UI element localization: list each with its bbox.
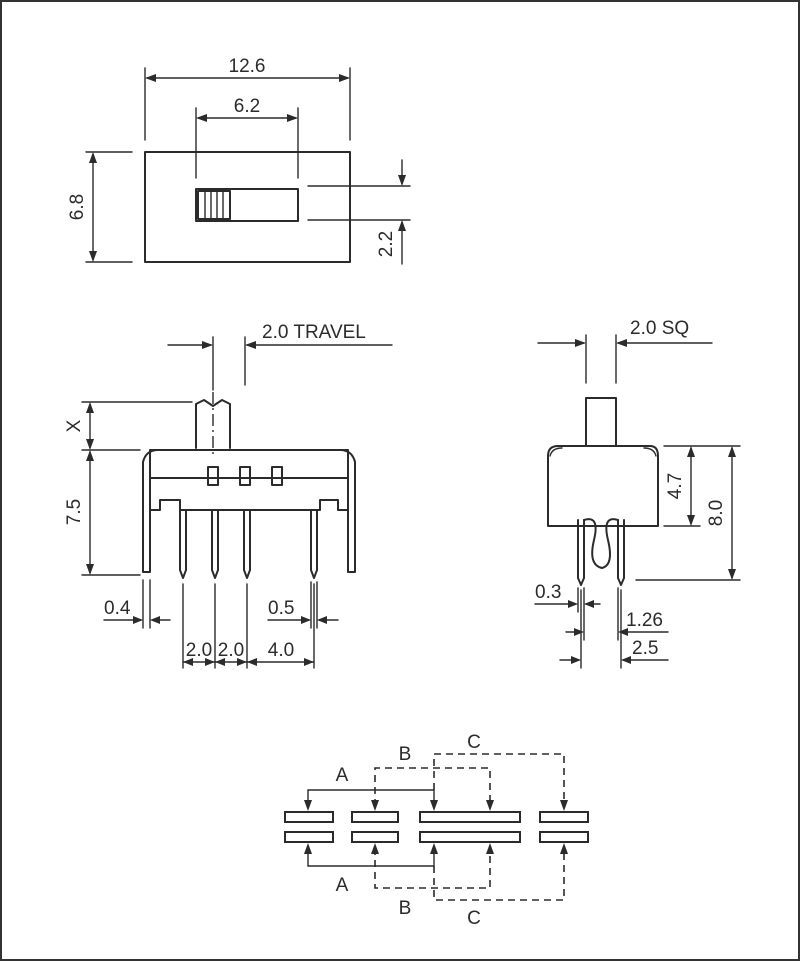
label-b-bottom: B	[399, 898, 412, 919]
label-a-top: A	[336, 765, 349, 786]
side-contact-spring	[583, 518, 619, 569]
side-body-corner-right	[643, 447, 657, 457]
pin-width-dimension: 0.4	[103, 579, 171, 629]
pin-width-dim-label: 0.4	[104, 598, 131, 619]
side-total-height-dim-label: 8.0	[706, 500, 727, 526]
pitch-1-label: 2.0	[186, 640, 212, 661]
height-dim-label: 6.8	[67, 194, 88, 220]
front-body-corner-left	[142, 449, 159, 463]
body-height-dim-label: 7.5	[64, 499, 85, 525]
side-total-height-dimension: 8.0	[635, 446, 741, 581]
contact-bottom-2	[351, 831, 399, 843]
position-a-bottom	[304, 843, 438, 867]
position-b-top	[371, 767, 494, 811]
contact-bottom-common	[419, 831, 521, 843]
pin-3	[243, 509, 251, 579]
contact-top-1	[284, 811, 334, 823]
pin-pitch-dimension: 2.0 2.0 4.0	[182, 583, 315, 669]
width-dim-label: 12.6	[229, 56, 266, 77]
label-c-top: C	[467, 732, 481, 753]
front-body-corner-right	[339, 449, 356, 463]
contact-top-2	[351, 811, 399, 823]
pin-thickness-dimension: 0.3	[534, 582, 601, 641]
actuator-dimension: 2.2	[307, 159, 411, 265]
pin-4	[310, 509, 318, 579]
position-c-top	[433, 753, 568, 811]
top-view-body	[144, 151, 351, 263]
actuator-size-dim-label: 2.0 SQ	[630, 318, 689, 339]
contact-bottom-1	[284, 831, 334, 843]
body-window-1	[207, 466, 219, 486]
body-window-3	[271, 466, 283, 486]
pitch-3-label: 4.0	[268, 640, 294, 661]
body-window-2	[239, 466, 251, 486]
side-body-height-dimension: 4.7	[663, 445, 741, 527]
top-view-actuator	[197, 190, 231, 220]
body-height-dimension: 7.5	[64, 450, 141, 576]
travel-dimension: 2.0 TRAVEL	[167, 322, 393, 391]
width-dimension: 12.6	[144, 56, 351, 141]
handle-dim-label: X	[64, 419, 85, 432]
contact-top-4	[539, 811, 589, 823]
pin-1	[179, 509, 187, 579]
left-mounting-tab	[142, 461, 151, 573]
front-view: 2.0 TRAVEL X	[64, 322, 393, 669]
tab-width-dimension: 0.5	[267, 581, 339, 629]
tab-width-dim-label: 0.5	[268, 598, 294, 619]
front-handle	[195, 399, 231, 449]
side-body-height-dim-label: 4.7	[665, 473, 686, 499]
pin-span-dim-label: 2.5	[632, 638, 658, 659]
top-view: 12.6 6.2 6.8 2.2	[67, 56, 411, 265]
side-body	[547, 445, 659, 527]
side-body-corner-left	[549, 447, 563, 457]
side-pin-right	[617, 519, 625, 586]
label-b-top: B	[399, 744, 412, 765]
pin-gap-dimension: 1.26	[565, 587, 669, 641]
slot-dimension: 6.2	[195, 96, 299, 179]
travel-dim-label: 2.0 TRAVEL	[262, 322, 366, 343]
pitch-2-label: 2.0	[218, 640, 244, 661]
pin-thickness-dim-label: 0.3	[535, 582, 561, 603]
height-dimension: 6.8	[67, 151, 133, 263]
label-a-bottom: A	[336, 875, 349, 896]
handle-height-dimension: X	[64, 401, 193, 451]
position-a-top	[304, 789, 438, 811]
actuator-dim-label: 2.2	[376, 231, 397, 257]
top-view-slot	[195, 188, 299, 222]
pin-2	[211, 509, 219, 579]
pin-gap-dim-label: 1.26	[626, 610, 663, 631]
actuator-size-dimension: 2.0 SQ	[537, 318, 713, 384]
side-view: 2.0 SQ 4.7 8.0	[534, 318, 741, 669]
side-pin-left	[577, 519, 585, 586]
right-mounting-tab	[347, 461, 356, 573]
slot-dim-label: 6.2	[234, 96, 260, 117]
contact-top-common	[419, 811, 521, 823]
contact-bottom-4	[539, 831, 589, 843]
position-c-bottom	[433, 843, 568, 901]
side-actuator	[585, 397, 617, 447]
position-b-bottom	[371, 843, 494, 889]
pin-span-dimension: 2.5	[559, 589, 669, 669]
label-c-bottom: C	[467, 908, 481, 929]
switch-schematic: A B C A B C	[284, 732, 589, 929]
